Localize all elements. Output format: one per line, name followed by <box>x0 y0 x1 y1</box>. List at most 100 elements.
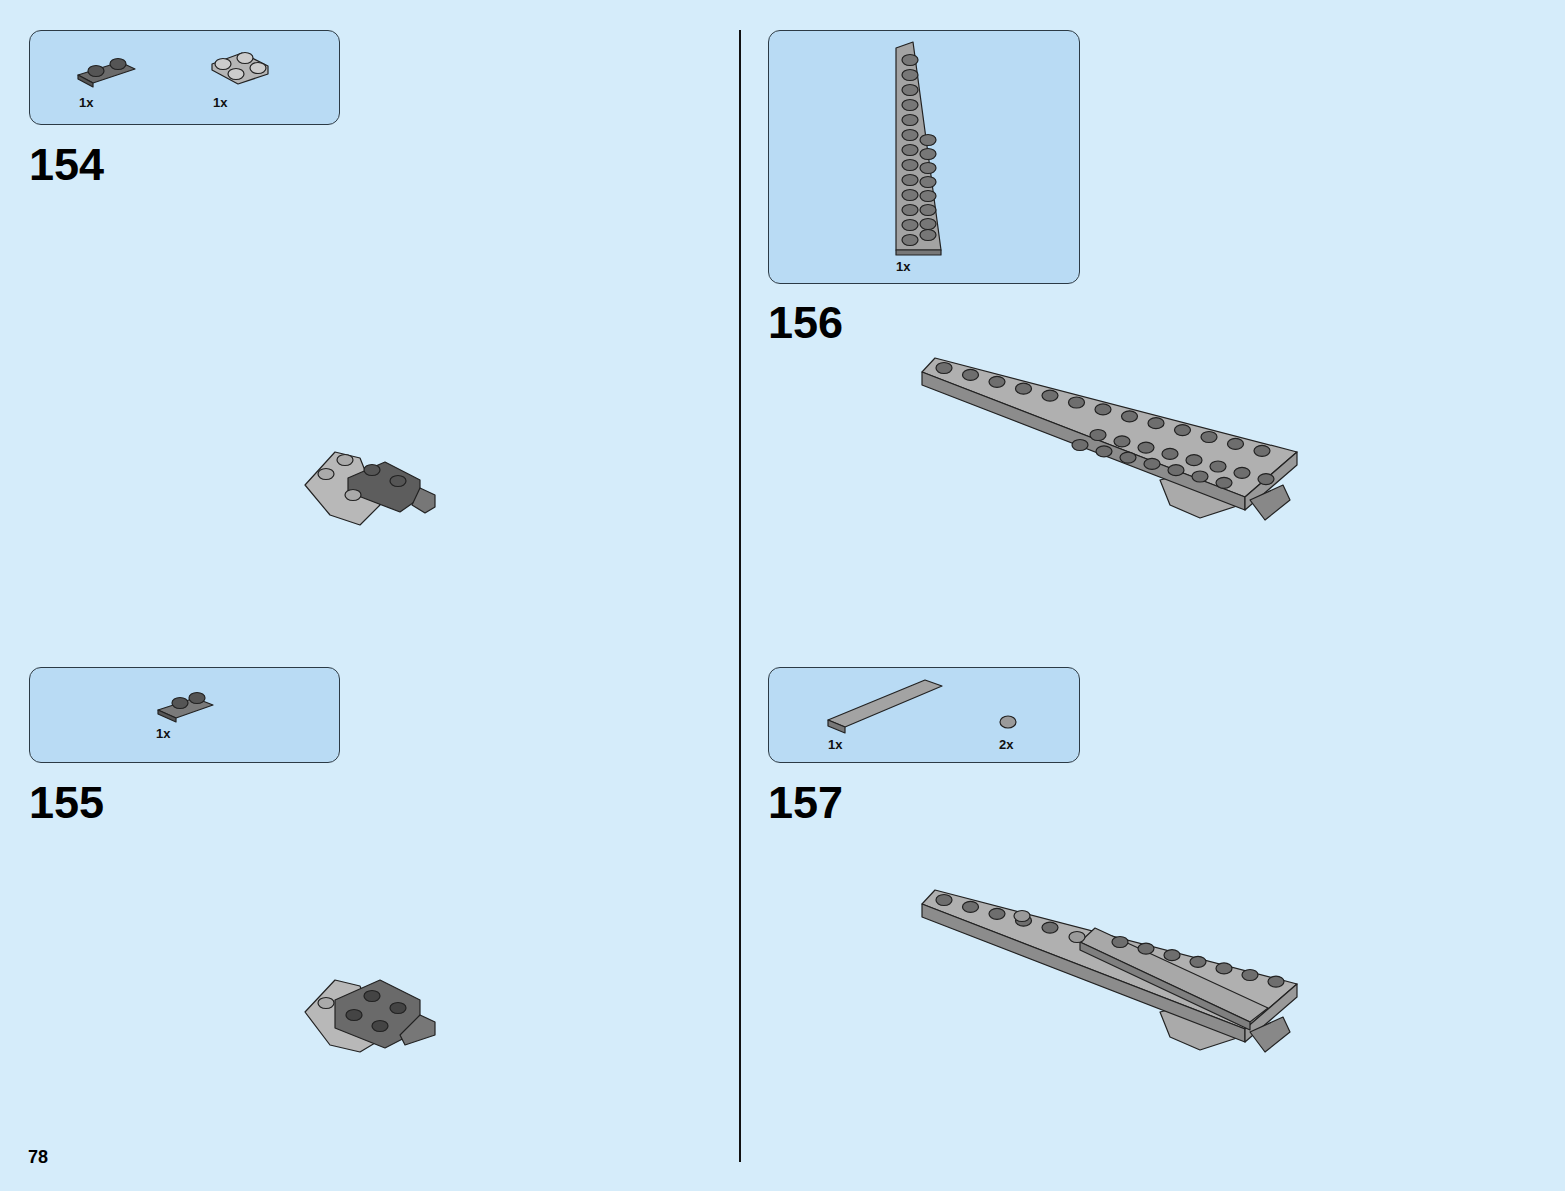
stud <box>250 63 266 74</box>
stud <box>1138 442 1154 453</box>
stud <box>1175 425 1191 436</box>
stud <box>88 66 104 77</box>
stud <box>1210 461 1226 472</box>
stud <box>920 230 936 241</box>
stud <box>318 998 334 1009</box>
quantity-label: 1x <box>79 95 93 110</box>
stud <box>920 163 936 174</box>
parts <box>78 42 1297 1052</box>
stud <box>1201 432 1217 443</box>
stud <box>920 205 936 216</box>
stud <box>902 70 918 81</box>
callout-fill <box>769 668 1079 762</box>
stud <box>1148 418 1164 429</box>
stud <box>902 220 918 231</box>
stud <box>1190 956 1206 967</box>
stud <box>390 1003 406 1014</box>
stud <box>110 59 126 70</box>
stud <box>902 235 918 246</box>
stud <box>1268 976 1284 987</box>
stud <box>1144 458 1160 469</box>
stud <box>902 175 918 186</box>
callout-fill <box>30 31 339 124</box>
parts-callout-box: 1x 1x <box>29 30 340 125</box>
quantity-label: 2x <box>999 737 1013 752</box>
stud <box>920 177 936 188</box>
stud <box>1096 446 1112 457</box>
stud <box>1216 477 1232 488</box>
stud <box>1090 430 1106 441</box>
divider-line <box>739 30 741 1162</box>
stud <box>902 160 918 171</box>
quantity-label: 1x <box>828 737 842 752</box>
stud <box>215 59 231 70</box>
quantity-label: 1x <box>156 726 170 741</box>
stud <box>936 363 952 374</box>
step-number: 157 <box>768 780 843 825</box>
stud <box>902 205 918 216</box>
stud <box>364 465 380 476</box>
step-number: 154 <box>29 142 104 187</box>
stud <box>902 115 918 126</box>
stud <box>1042 390 1058 401</box>
stud <box>237 53 253 64</box>
stud <box>902 145 918 156</box>
stud <box>1042 922 1058 933</box>
stud <box>902 55 918 66</box>
stud <box>1216 963 1232 974</box>
stud <box>1120 452 1136 463</box>
stud <box>390 476 406 487</box>
stud <box>172 698 188 709</box>
stud <box>902 190 918 201</box>
stud <box>372 1021 388 1032</box>
stud <box>963 369 979 380</box>
callout-fill <box>30 668 339 762</box>
parts-callout-box: 1x <box>29 667 340 763</box>
stud <box>902 85 918 96</box>
stud <box>1014 911 1030 922</box>
stud <box>337 455 353 466</box>
stud <box>1234 467 1250 478</box>
stud <box>920 191 936 202</box>
stud <box>1114 436 1130 447</box>
stud <box>345 490 361 501</box>
stud <box>1069 397 1085 408</box>
stud <box>902 130 918 141</box>
stud <box>989 376 1005 387</box>
stud <box>1258 474 1274 485</box>
stud <box>318 469 334 480</box>
stud <box>920 135 936 146</box>
stud <box>346 1010 362 1021</box>
stud <box>1168 465 1184 476</box>
stud <box>1192 471 1208 482</box>
parts-callout-box: 1x <box>768 30 1080 284</box>
stud <box>963 901 979 912</box>
parts-callout-box: 1x 2x <box>768 667 1080 763</box>
stud <box>1072 440 1088 451</box>
stud <box>1228 438 1244 449</box>
stud <box>228 69 244 80</box>
stud <box>1112 937 1128 948</box>
stud <box>1138 943 1154 954</box>
stud <box>902 100 918 111</box>
stud <box>936 895 952 906</box>
quantity-label: 1x <box>213 95 227 110</box>
stud <box>1164 950 1180 961</box>
stud <box>1186 455 1202 466</box>
stud <box>1016 383 1032 394</box>
stud <box>1069 932 1085 943</box>
stud <box>920 149 936 160</box>
page-number: 78 <box>28 1148 48 1166</box>
stud <box>920 219 936 230</box>
stud <box>189 693 205 704</box>
quantity-label: 1x <box>896 259 910 274</box>
step-number: 155 <box>29 780 104 825</box>
stud <box>1242 970 1258 981</box>
callout-fill <box>769 31 1079 283</box>
step-number: 156 <box>768 300 843 345</box>
stud <box>364 991 380 1002</box>
stud <box>1254 445 1270 456</box>
stud <box>989 908 1005 919</box>
stud <box>1162 448 1178 459</box>
